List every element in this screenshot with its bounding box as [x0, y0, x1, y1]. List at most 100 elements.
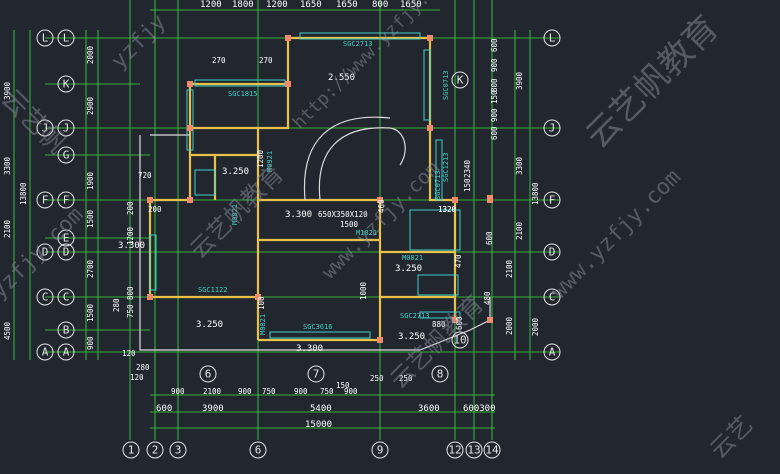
bottom-axis-9: 9 — [377, 444, 384, 457]
dim-270-b: 270 — [259, 56, 273, 65]
bottom-axis-2: 2 — [152, 444, 159, 457]
window-label-left-top: SGC1815 — [228, 90, 258, 98]
left-outer-dim-1: 3900 — [3, 81, 12, 100]
left-inner-dim-5: 750 — [126, 304, 135, 318]
left-dim-6: 1500 — [86, 303, 95, 322]
right-axis-L: L — [549, 32, 556, 45]
top-dim-6: 800 — [372, 0, 388, 10]
inplan-axis-7: 7 — [313, 368, 320, 381]
dim-600: 600 — [455, 316, 464, 330]
left-axis-L-inner: L — [42, 32, 49, 45]
window-label-right-bottom: SGC2713 — [400, 312, 430, 320]
right-outer-dim-1: 3900 — [515, 71, 524, 90]
right-dim-1: 600 — [490, 38, 499, 52]
bottom-dim-r1-3: 900 — [238, 387, 252, 396]
window-label-top: SGC2713 — [343, 40, 373, 48]
bottom-axis-1: 1 — [128, 444, 135, 457]
right-dim-11: 2100 — [505, 259, 514, 278]
bottom-dim-r1-4: 750 — [262, 387, 276, 396]
bottom-dim-total: 15000 — [305, 420, 332, 430]
elevation-6: 3.250 — [196, 320, 223, 330]
dim-150: 150 — [336, 381, 350, 390]
right-dim-9: 1320 — [438, 205, 457, 214]
left-axis-G: G — [63, 149, 70, 162]
left-dim-2: 2900 — [86, 96, 95, 115]
inplan-axis-6: 6 — [205, 368, 212, 381]
right-dim-12: 480 — [483, 291, 492, 305]
right-outer-dim-2: 3300 — [515, 156, 524, 175]
right-axis-bubbles: L J F D C A K — [451, 29, 561, 361]
dim-250-a: 250 — [370, 374, 384, 383]
bottom-dim-r2-2: 3900 — [202, 404, 224, 414]
bottom-dim-r1-2: 2100 — [203, 387, 222, 396]
left-inner-dim-7: 120 — [130, 373, 144, 382]
top-dim-3: 1200 — [266, 0, 288, 10]
dim-460: 460 — [377, 199, 386, 213]
left-inner-dim-2: 200 — [126, 201, 135, 215]
top-dim-1: 1200 — [200, 0, 222, 10]
bottom-dim-r2-1: 600 — [156, 404, 172, 414]
bottom-dim-r1-1: 900 — [171, 387, 185, 396]
left-outer-dim-3: 13800 — [19, 182, 28, 205]
left-axis-C-inner: C — [42, 291, 49, 304]
left-inner-dim-6: 280 — [112, 298, 121, 312]
dim-100: 100 — [257, 296, 266, 310]
right-axis-J: J — [549, 122, 556, 135]
left-dim-5: 2700 — [86, 259, 95, 278]
left-outer-dim-2: 3300 — [3, 156, 12, 175]
right-dim-13: 2000 — [505, 316, 514, 335]
left-axis-J: J — [63, 122, 70, 135]
top-dimensions: 1200 1800 1200 1650 1650 800 1650 — [200, 0, 422, 10]
right-dim-6: 600 — [490, 126, 499, 140]
right-dim-5: 900 — [490, 108, 499, 122]
right-dimensions: 600 900 800 150 900 600 2340 150 1320 60… — [438, 38, 540, 336]
left-axis-bubbles: L L K J J G F F E D D C C B A A — [36, 29, 75, 361]
top-dim-5: 1650 — [336, 0, 358, 10]
right-dim-10: 600 — [485, 231, 494, 245]
bottom-dim-r1-5: 900 — [294, 387, 308, 396]
bottom-axis-14: 14 — [485, 444, 499, 457]
right-outer-dim-4: 2100 — [515, 221, 524, 240]
left-axis-A-inner: A — [42, 346, 49, 359]
dim-250-b: 250 — [399, 374, 413, 383]
bottom-axis-13: 13 — [467, 444, 480, 457]
left-inner-dim-4: 800 — [126, 286, 135, 300]
dim-1200: 1200 — [256, 149, 265, 168]
dim-270-a: 270 — [212, 56, 226, 65]
right-dim-7: 2340 — [463, 159, 472, 178]
left-dim-7: 900 — [86, 336, 95, 350]
left-axis-B: B — [63, 324, 70, 337]
right-dim-2: 900 — [490, 58, 499, 72]
left-axis-D-inner: D — [42, 246, 49, 259]
dim-280: 280 — [136, 363, 150, 372]
right-axis-C: C — [549, 291, 556, 304]
right-axis-A: A — [549, 346, 556, 359]
door-label-3: M0821 — [259, 314, 267, 335]
left-axis-C: C — [63, 291, 70, 304]
door-label-1: M0921 — [266, 151, 274, 172]
window-label-bottom: SGC3616 — [303, 323, 333, 331]
dim-1320: 1320 — [438, 205, 457, 214]
inplan-axis-8: 8 — [437, 368, 444, 381]
top-dim-2: 1800 — [232, 0, 254, 10]
bottom-axis-12: 12 — [448, 444, 461, 457]
elevation-4: 3.300 — [118, 241, 145, 251]
left-axis-J-inner: J — [42, 122, 49, 135]
left-axis-E: E — [63, 232, 70, 245]
left-dim-3: 1900 — [86, 171, 95, 190]
right-axis-F: F — [549, 194, 556, 207]
inplan-axis-10: 10 — [453, 334, 466, 347]
left-axis-F-inner: F — [42, 194, 49, 207]
dim-120: 120 — [122, 349, 136, 358]
top-dim-4: 1650 — [300, 0, 322, 10]
dim-200: 200 — [148, 205, 162, 214]
beam-size: 650X350X120 — [318, 210, 368, 219]
left-dim-4: 1500 — [86, 209, 95, 228]
left-axis-A: A — [63, 346, 70, 359]
door-label-5: M0821 — [402, 254, 423, 262]
left-axis-L: L — [63, 32, 70, 45]
bottom-dim-r2-3: 5400 — [310, 404, 332, 414]
window-label-right-mid: SGC1213 — [442, 152, 450, 182]
left-dimensions: 2000 2900 1900 1500 2700 1500 900 3900 3… — [3, 45, 152, 382]
